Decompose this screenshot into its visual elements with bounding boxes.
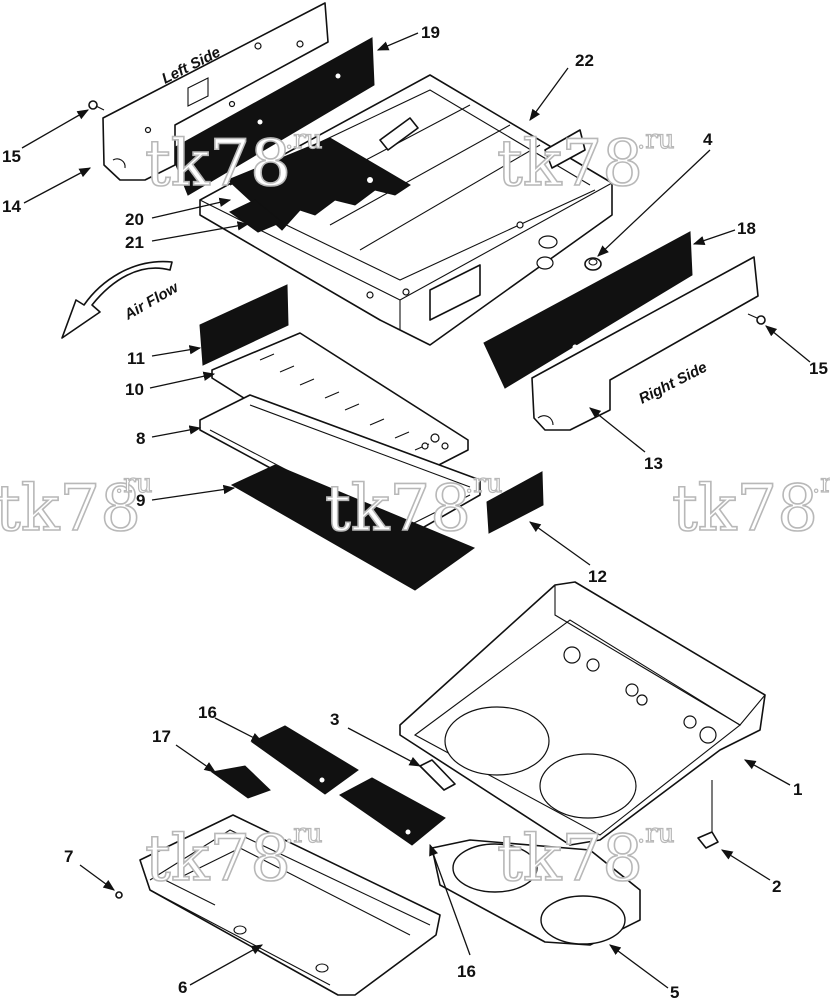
screw-15-right — [747, 313, 766, 325]
watermark-7: tk78 .ru — [496, 818, 675, 896]
callout-15-right: 15 — [809, 359, 828, 378]
callout-20: 20 — [125, 210, 144, 229]
svg-text:.ru: .ru — [812, 469, 830, 499]
grommet-4 — [584, 257, 602, 271]
pad-12 — [486, 471, 544, 534]
insulation-pad-18 — [483, 231, 693, 389]
callout-18: 18 — [737, 219, 756, 238]
watermark-6: tk78 .ru — [144, 818, 323, 896]
callout-14: 14 — [2, 197, 21, 216]
watermark-1: tk78 .ru — [144, 124, 323, 201]
callout-5: 5 — [670, 983, 679, 1000]
air-flow-label: Air Flow — [121, 278, 183, 323]
right-side-label: Right Side — [636, 359, 710, 408]
watermark-2: tk78 .ru — [496, 124, 675, 201]
svg-text:tk78: tk78 — [145, 822, 291, 896]
callout-3: 3 — [330, 710, 339, 729]
callout-11: 11 — [127, 349, 145, 368]
svg-text:.ru: .ru — [637, 819, 674, 849]
pad-16-upper — [251, 725, 359, 795]
svg-text:.ru: .ru — [115, 469, 152, 499]
callout-21: 21 — [125, 233, 144, 252]
svg-text:tk78: tk78 — [497, 822, 643, 896]
svg-text:tk78: tk78 — [0, 472, 141, 546]
pad-17 — [210, 765, 271, 799]
pad-16-lower — [339, 777, 446, 846]
callout-2: 2 — [772, 877, 781, 896]
callout-1: 1 — [793, 780, 802, 799]
callout-9: 9 — [136, 491, 145, 510]
grille-tray-5 — [431, 839, 641, 946]
watermark-5: tk78 .ru — [671, 468, 830, 546]
callout-4: 4 — [703, 130, 713, 149]
callouts: 1 2 3 4 5 6 7 8 9 10 11 12 13 — [2, 23, 828, 1000]
svg-text:tk78: tk78 — [672, 472, 818, 546]
air-flow-arrow: Air Flow — [61, 260, 183, 339]
svg-text:.ru: .ru — [637, 125, 674, 155]
callout-7: 7 — [64, 847, 73, 866]
watermark-4: tk78 .ru — [324, 468, 503, 546]
callout-17: 17 — [152, 727, 171, 746]
svg-text:tk78: tk78 — [145, 127, 291, 201]
watermark-3: tk78 .ru — [0, 468, 153, 546]
callout-8: 8 — [136, 429, 145, 448]
svg-text:.ru: .ru — [465, 469, 502, 499]
watermark-group: tk78 .ru tk78 .ru tk78 .ru tk78 .ru tk78… — [0, 124, 830, 896]
pad-9 — [230, 464, 476, 591]
housing-1 — [399, 581, 766, 846]
callout-16-lower: 16 — [457, 962, 476, 981]
pad-11 — [199, 284, 289, 366]
insulation-pad-19 — [169, 37, 375, 196]
callout-13: 13 — [644, 454, 663, 473]
svg-text:tk78: tk78 — [497, 127, 643, 201]
clip-2 — [697, 831, 719, 849]
screw-15-left — [88, 100, 105, 111]
callout-6: 6 — [178, 978, 187, 997]
callout-19: 19 — [421, 23, 440, 42]
callout-15-left: 15 — [2, 147, 21, 166]
drip-tray-6 — [139, 814, 441, 996]
callout-10: 10 — [125, 380, 144, 399]
callout-16-upper: 16 — [198, 703, 217, 722]
insulation-pad-20 — [227, 137, 411, 231]
frame-22 — [199, 74, 613, 346]
seal-3 — [419, 759, 456, 791]
svg-text:.ru: .ru — [285, 819, 322, 849]
callout-12: 12 — [588, 567, 607, 586]
screw-7 — [115, 891, 123, 899]
callout-22: 22 — [575, 51, 594, 70]
svg-text:tk78: tk78 — [325, 472, 471, 546]
svg-text:.ru: .ru — [285, 125, 322, 155]
